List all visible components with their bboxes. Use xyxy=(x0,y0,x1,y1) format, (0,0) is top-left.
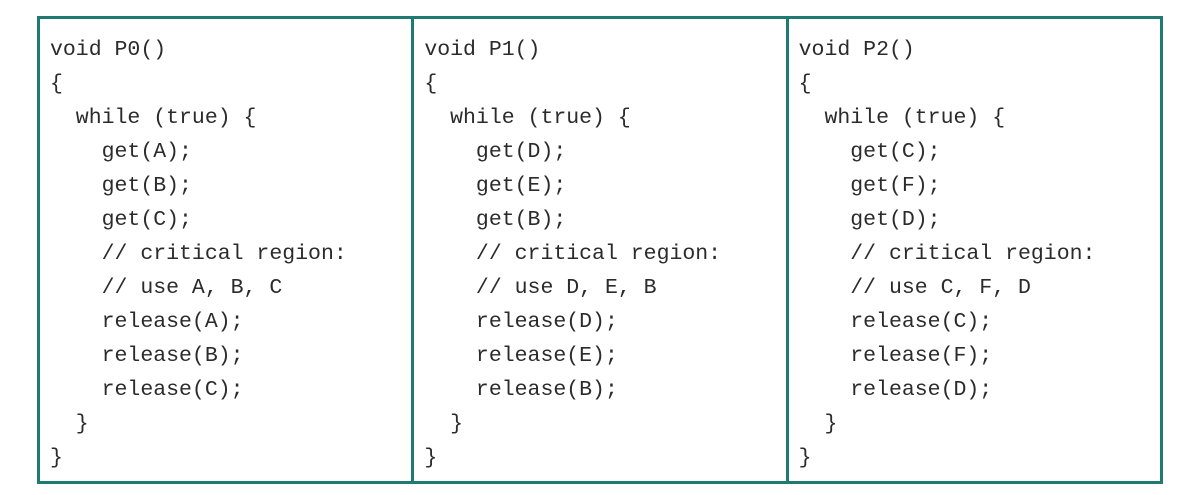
code-line: get(C); xyxy=(798,140,941,164)
code-table: void P0() { while (true) { get(A); get(B… xyxy=(37,16,1163,484)
code-line: get(E); xyxy=(424,174,567,198)
code-line: release(B); xyxy=(424,378,618,402)
code-line: { xyxy=(798,72,812,96)
code-line: release(D); xyxy=(424,310,618,334)
code-line: get(A); xyxy=(50,140,192,164)
code-line: } xyxy=(50,446,63,470)
code-line: while (true) { xyxy=(50,106,257,130)
code-line: get(D); xyxy=(798,208,941,232)
procedure-p0-column: void P0() { while (true) { get(A); get(B… xyxy=(40,19,411,481)
code-line: // critical region: xyxy=(50,242,347,266)
code-line: // use C, F, D xyxy=(798,276,1031,300)
code-line: release(C); xyxy=(798,310,993,334)
code-line: release(D); xyxy=(798,378,993,402)
code-line: // use A, B, C xyxy=(50,276,283,300)
code-line: } xyxy=(798,446,812,470)
code-line: { xyxy=(50,72,63,96)
code-line: // critical region: xyxy=(798,242,1096,266)
code-line: release(C); xyxy=(50,378,244,402)
code-line: void P0() xyxy=(50,38,167,62)
code-line: get(D); xyxy=(424,140,567,164)
code-line: get(F); xyxy=(798,174,941,198)
code-line: } xyxy=(50,412,89,436)
code-line: release(E); xyxy=(424,344,618,368)
code-line: // use D, E, B xyxy=(424,276,657,300)
procedure-p1-column: void P1() { while (true) { get(D); get(E… xyxy=(411,19,785,481)
code-line: release(B); xyxy=(50,344,244,368)
code-line: } xyxy=(798,412,838,436)
code-line: void P1() xyxy=(424,38,541,62)
code-line: get(B); xyxy=(424,208,567,232)
code-line: release(A); xyxy=(50,310,244,334)
procedure-p2-column: void P2() { while (true) { get(C); get(F… xyxy=(785,19,1160,481)
code-line: while (true) { xyxy=(424,106,631,130)
code-line: get(B); xyxy=(50,174,192,198)
code-line: } xyxy=(424,446,438,470)
code-line: { xyxy=(424,72,438,96)
code-line: void P2() xyxy=(798,38,915,62)
code-line: get(C); xyxy=(50,208,192,232)
code-line: while (true) { xyxy=(798,106,1006,130)
code-line: release(F); xyxy=(798,344,993,368)
code-line: } xyxy=(424,412,464,436)
code-line: // critical region: xyxy=(424,242,722,266)
